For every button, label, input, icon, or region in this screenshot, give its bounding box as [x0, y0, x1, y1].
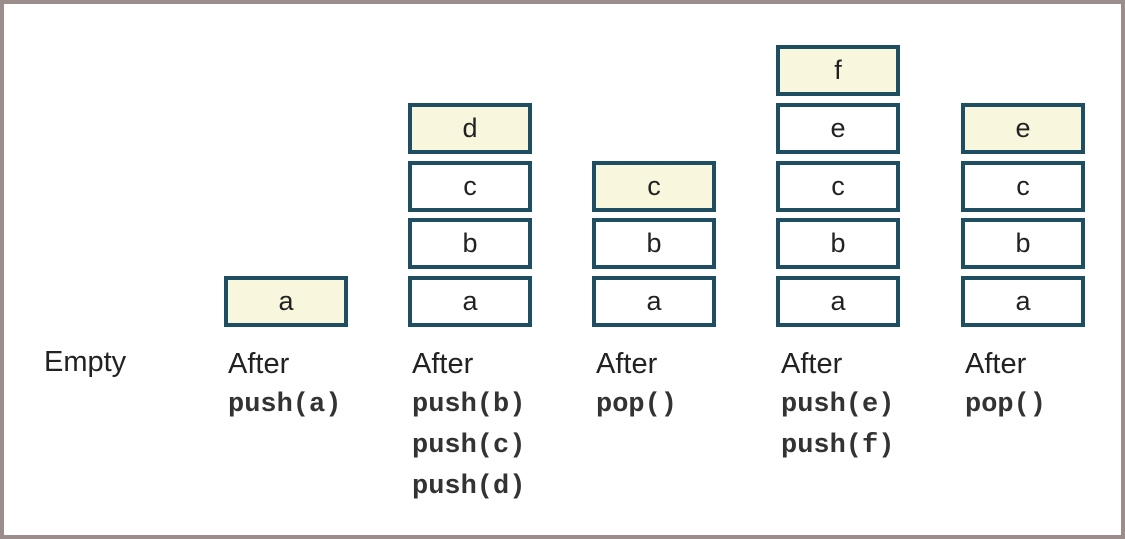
stack-cell: b — [408, 218, 532, 269]
after-label: After — [781, 348, 843, 380]
state-caption-2: After push(b) push(c) push(d) — [412, 344, 525, 508]
after-label: After — [965, 348, 1027, 380]
stack-cell: e — [776, 103, 900, 154]
stack-cell: a — [592, 276, 716, 327]
stack-cell: b — [961, 218, 1085, 269]
state-caption-4: After push(e) push(f) — [781, 344, 894, 467]
stack-cell: e — [961, 103, 1085, 154]
stack-cell: f — [776, 45, 900, 96]
state-caption-1: After push(a) — [228, 344, 341, 426]
operation-label: pop() — [965, 390, 1047, 420]
stack-cell: a — [961, 276, 1085, 327]
operation-label: push(b) — [412, 390, 526, 420]
after-label: After — [228, 348, 290, 380]
stack-cell: d — [408, 103, 532, 154]
stack-cell: b — [776, 218, 900, 269]
stack-cell: c — [961, 161, 1085, 212]
stack-cell: c — [408, 161, 532, 212]
operation-label: push(e) — [781, 390, 895, 420]
empty-label: Empty — [44, 346, 127, 378]
after-label: After — [596, 348, 658, 380]
stack-cell: b — [592, 218, 716, 269]
operation-label: push(f) — [781, 431, 895, 461]
state-caption-0: Empty — [44, 342, 126, 383]
operation-label: push(c) — [412, 431, 526, 461]
stack-cell: a — [408, 276, 532, 327]
operation-label: push(d) — [412, 472, 526, 502]
stack-cell: a — [224, 276, 348, 327]
stack-cell: a — [776, 276, 900, 327]
after-label: After — [412, 348, 474, 380]
state-caption-5: After pop() — [965, 344, 1046, 426]
stack-cell: c — [776, 161, 900, 212]
stack-cell: c — [592, 161, 716, 212]
operation-label: pop() — [596, 390, 678, 420]
state-caption-3: After pop() — [596, 344, 677, 426]
operation-label: push(a) — [228, 390, 342, 420]
